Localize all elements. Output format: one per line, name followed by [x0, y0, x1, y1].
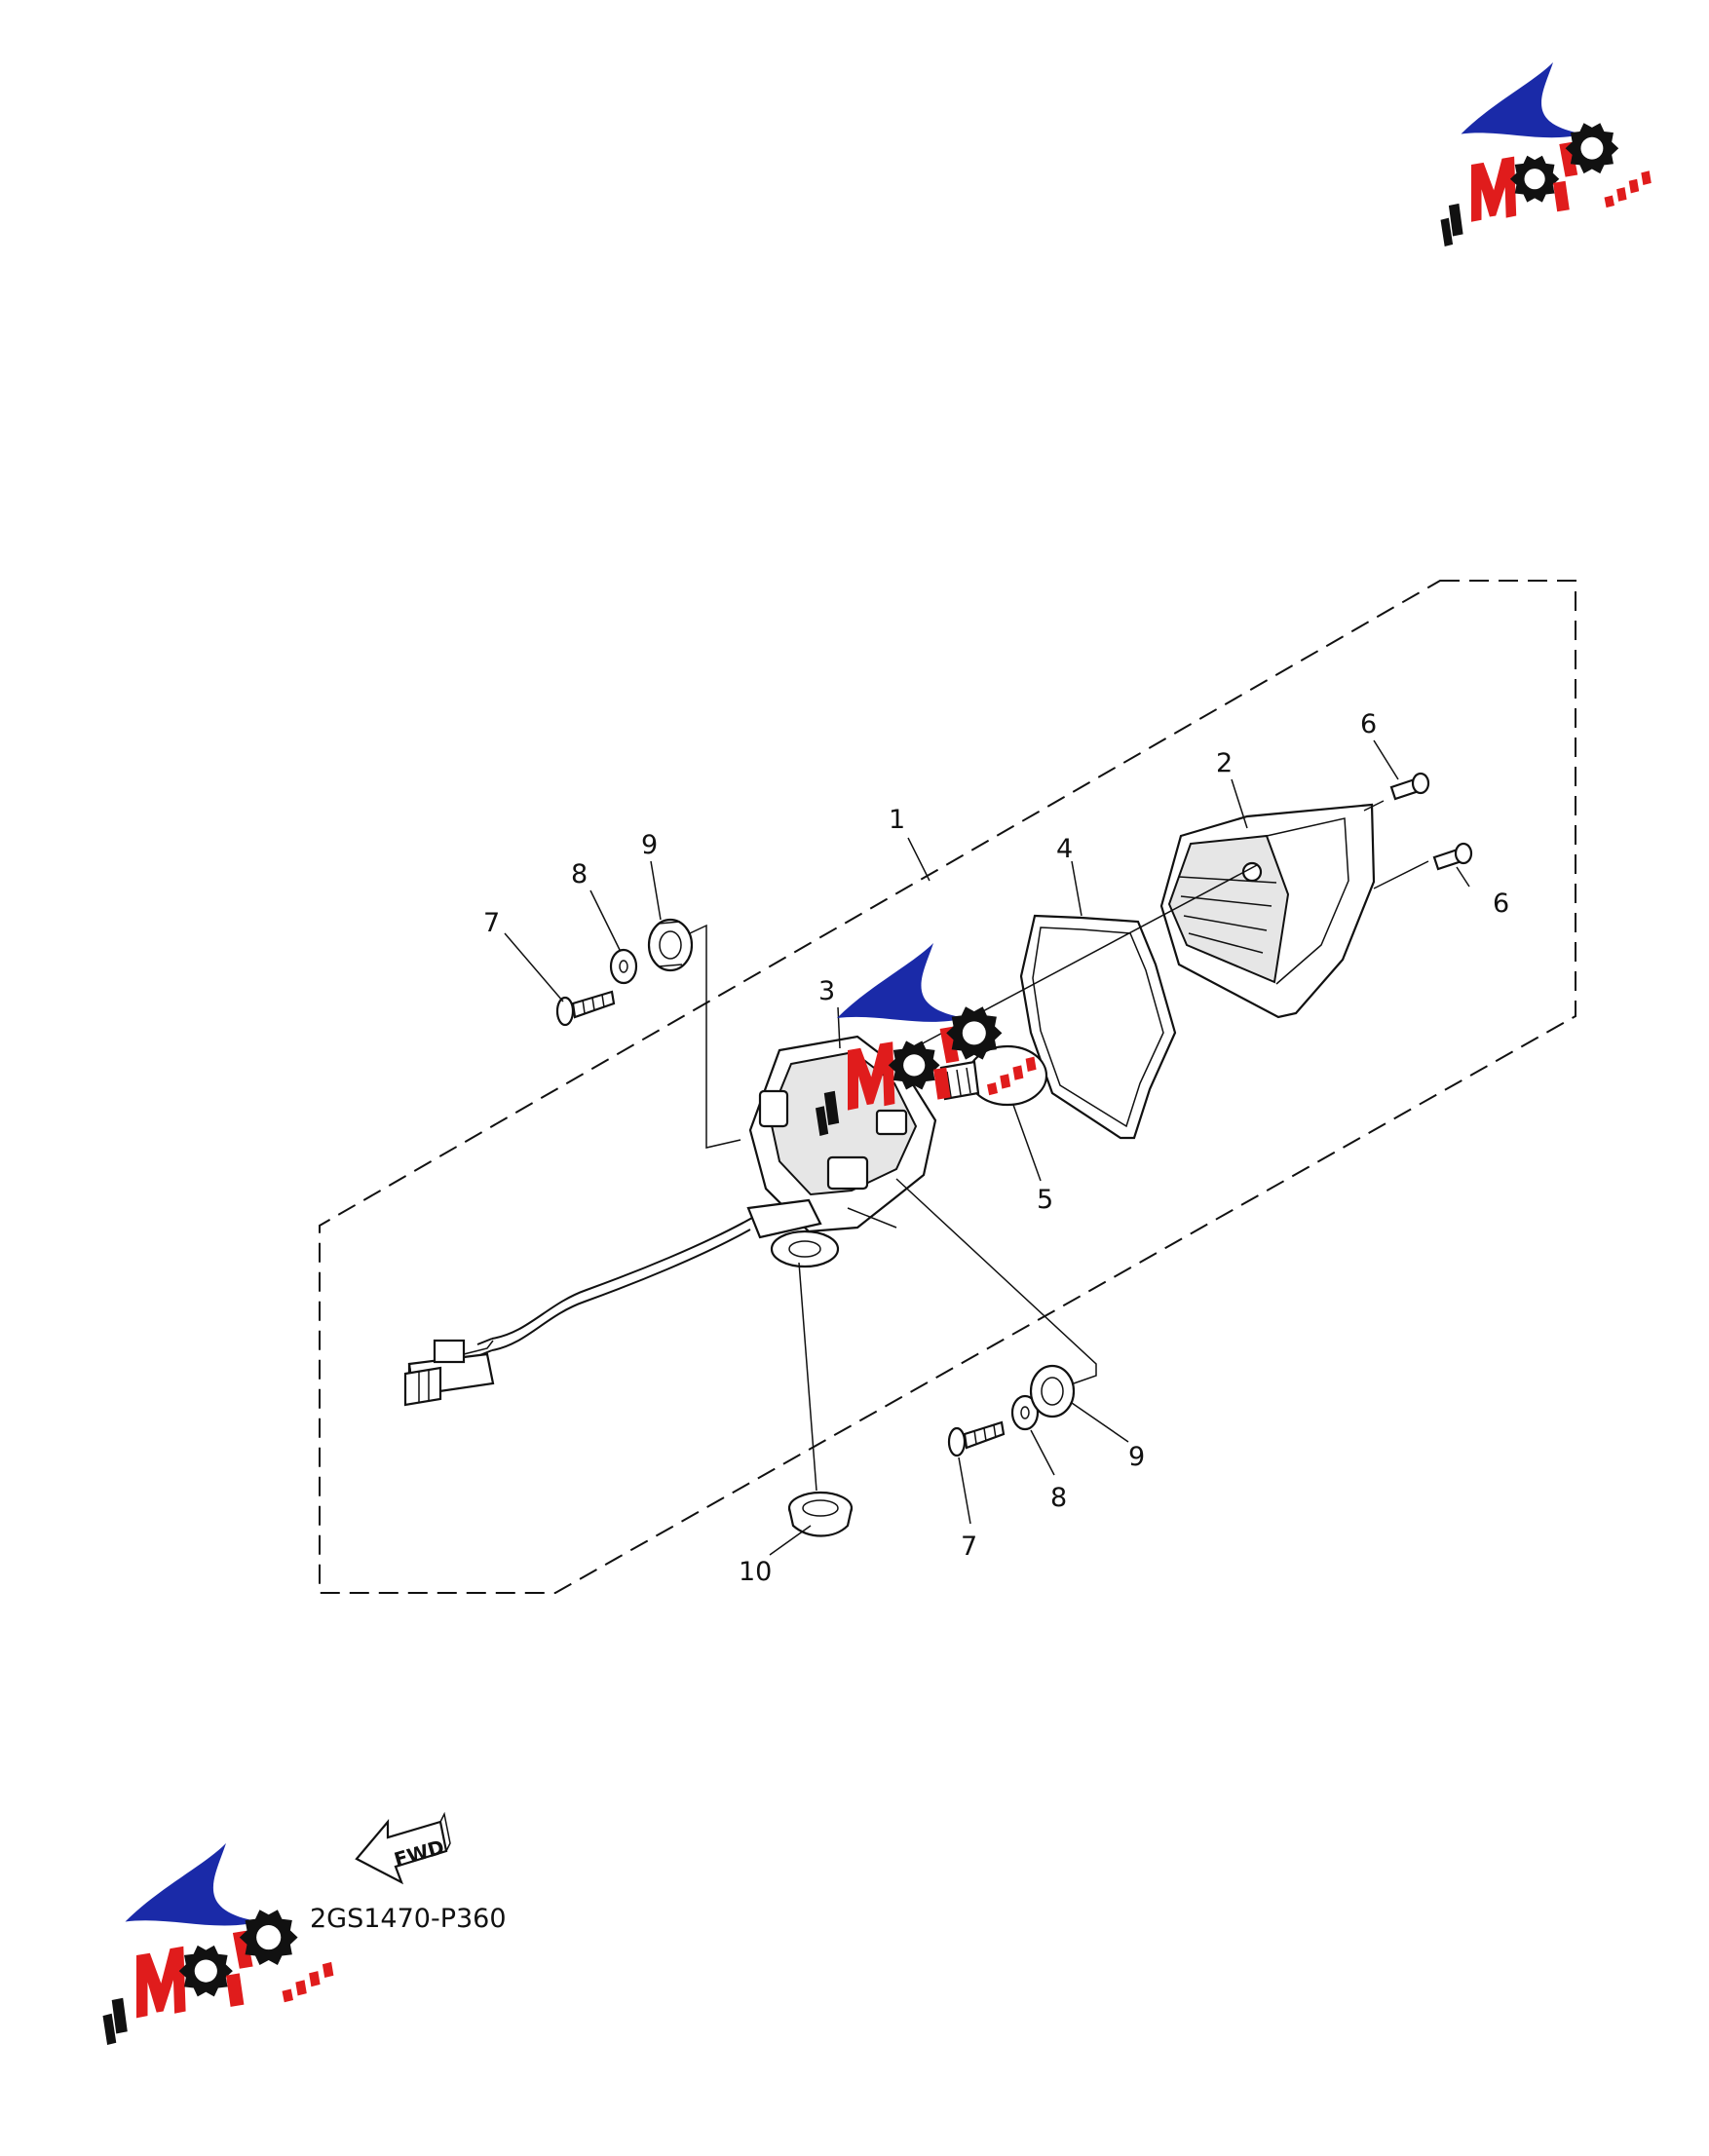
callout-3: 3	[818, 976, 835, 1006]
assembly-boundary	[319, 580, 1576, 1594]
part-washer-lower	[1010, 1394, 1040, 1431]
part-screw-lower	[1432, 842, 1473, 871]
part-gasket-inner	[1032, 927, 1164, 1128]
part-lens	[1159, 803, 1376, 1019]
leader-lines	[504, 739, 1470, 1556]
part-code-label: 2GS1470-P360	[310, 1904, 507, 1934]
callout-8-upper: 8	[571, 859, 588, 889]
part-grommet-upper	[647, 918, 694, 972]
callout-8-lower: 8	[1050, 1483, 1067, 1513]
callout-7-lower: 7	[961, 1532, 977, 1562]
watermark-logo-bottom	[102, 1843, 334, 2045]
callout-5: 5	[1037, 1185, 1053, 1215]
wire-connector	[403, 1339, 495, 1407]
watermark-logo-center	[816, 943, 1037, 1136]
part-washer-upper	[609, 948, 638, 985]
part-bolt-lower	[947, 1420, 1006, 1457]
part-grommet-lower	[1029, 1364, 1076, 1418]
callout-4: 4	[1056, 834, 1073, 864]
callout-10: 10	[739, 1557, 772, 1587]
callout-9-upper: 9	[641, 830, 658, 860]
callout-1: 1	[889, 805, 905, 835]
callout-6-upper: 6	[1360, 709, 1377, 739]
callout-2: 2	[1216, 748, 1233, 778]
watermark-logo-top	[1440, 62, 1652, 246]
callout-6-lower: 6	[1493, 889, 1509, 919]
fwd-arrow: FWD	[355, 1811, 451, 1885]
part-grommet-bottom	[787, 1491, 854, 1537]
wire-harness	[476, 1217, 753, 1357]
part-bolt-upper	[555, 990, 616, 1027]
callout-9-lower: 9	[1128, 1442, 1145, 1472]
part-screw-upper	[1389, 772, 1430, 801]
callout-7-upper: 7	[483, 908, 500, 938]
